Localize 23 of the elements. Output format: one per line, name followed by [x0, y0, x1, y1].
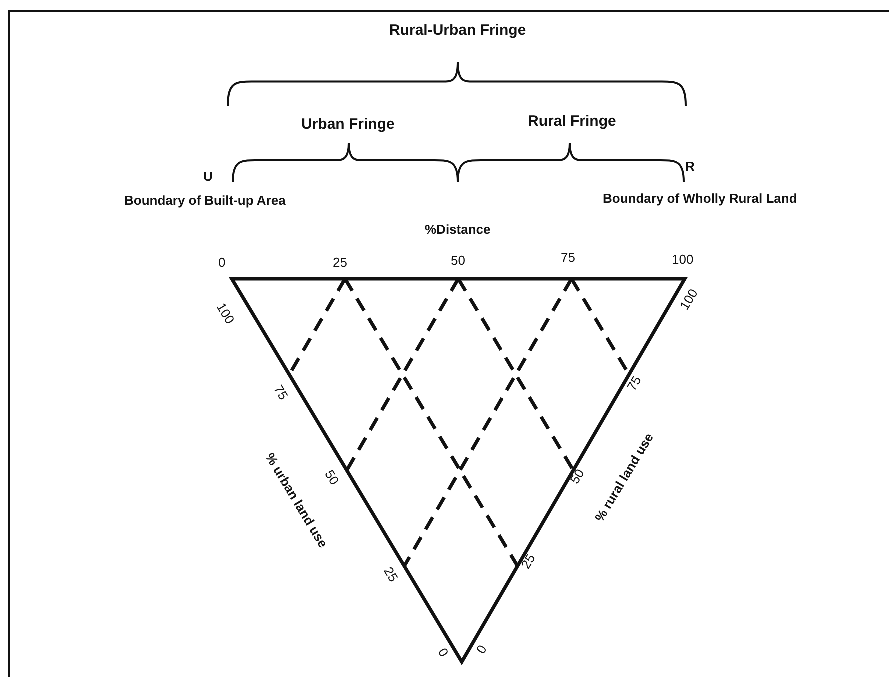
tick-label: 100	[678, 286, 700, 312]
bracket-label: Rural-Urban Fringe	[390, 22, 526, 38]
tick-label: 50	[451, 254, 466, 266]
boundary-label: Boundary of Wholly Rural Land	[603, 192, 798, 204]
axis-title: %Distance	[425, 222, 491, 236]
tick-label: 0	[474, 642, 489, 656]
bracket-label: Urban Fringe	[302, 116, 395, 132]
bracket-label: Rural Fringe	[528, 114, 616, 128]
tick-label: 50	[322, 467, 342, 487]
boundary-label: Boundary of Built-up Area	[124, 194, 286, 206]
tick-label: 75	[561, 250, 576, 264]
point-label: U	[204, 170, 213, 182]
tick-label: 100	[214, 300, 237, 326]
tick-label: 100	[672, 252, 694, 266]
tick-label: 0	[436, 646, 451, 658]
tick-label: 75	[272, 382, 291, 402]
tick-label: 25	[382, 564, 401, 584]
tick-label: 25	[518, 551, 538, 571]
tick-label: 50	[568, 466, 587, 486]
tick-label: 25	[333, 256, 348, 268]
tick-label: 0	[218, 256, 226, 268]
tick-label: 75	[624, 373, 644, 393]
point-label: R	[686, 160, 695, 172]
